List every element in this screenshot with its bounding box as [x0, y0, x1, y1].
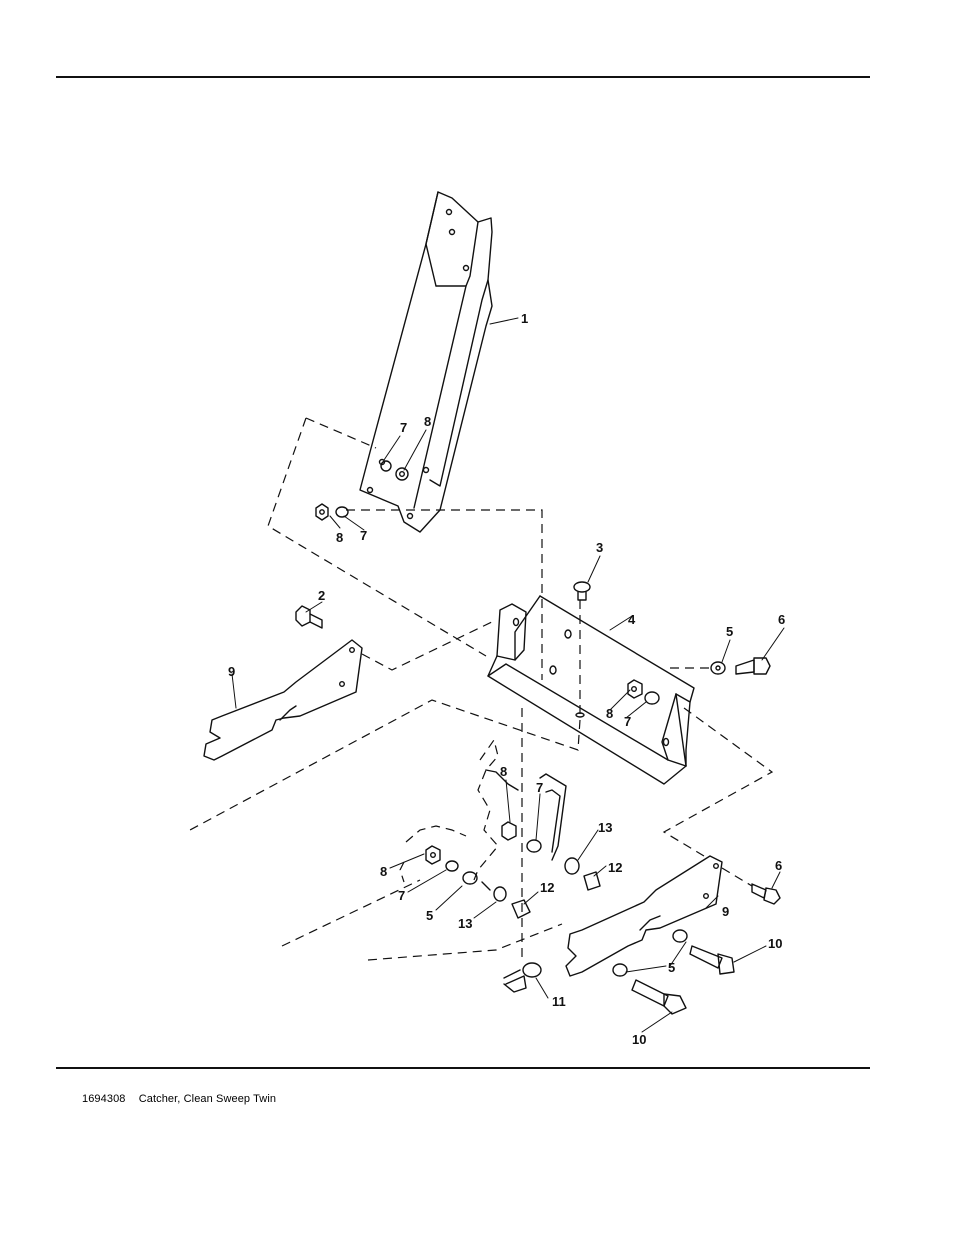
- callout-6-upper: 6: [778, 612, 785, 627]
- side-panel-fragment: [485, 769, 567, 861]
- callout-1: 1: [521, 311, 528, 326]
- callout-12-left: 12: [540, 880, 554, 895]
- pin-11-part: [503, 962, 542, 993]
- callout-9-left: 9: [228, 664, 235, 679]
- callout-7-a: 7: [400, 420, 407, 435]
- callout-12-right: 12: [608, 860, 622, 875]
- callout-10-upper: 10: [768, 936, 782, 951]
- right-link-plate-part: [565, 855, 723, 977]
- bolt-3-part: [573, 581, 591, 601]
- part-number: 1694308: [82, 1093, 126, 1105]
- callout-8-b: 8: [336, 530, 343, 545]
- callout-8-d: 8: [500, 764, 507, 779]
- left-link-plate-part: [203, 639, 363, 761]
- spacers-right: [564, 857, 601, 891]
- callout-7-e: 7: [398, 888, 405, 903]
- callout-leaders: [231, 317, 785, 1033]
- hardware-middle: [627, 679, 660, 705]
- callout-13-left: 13: [458, 916, 472, 931]
- callout-7-c: 7: [624, 714, 631, 729]
- document-title: Catcher, Clean Sweep Twin: [138, 1093, 277, 1105]
- callout-8-e: 8: [380, 864, 387, 879]
- hardware-lower-right: [612, 929, 735, 1015]
- page-footer: 1694308 Catcher, Clean Sweep Twin: [82, 1093, 276, 1105]
- hardware-upper: [315, 460, 409, 521]
- callout-7-d: 7: [536, 780, 543, 795]
- callout-2: 2: [318, 588, 325, 603]
- callout-11: 11: [552, 994, 566, 1009]
- washer-bolt-upper-right: [710, 657, 771, 675]
- callout-5-lower-right: 5: [668, 960, 675, 975]
- hardware-lower-left: [425, 821, 542, 919]
- upright-bracket-part: [359, 191, 493, 533]
- callout-6-lower: 6: [775, 858, 782, 873]
- callout-10-lower: 10: [632, 1032, 646, 1047]
- callout-4: 4: [628, 612, 636, 627]
- footer-rule: [56, 1067, 870, 1069]
- callout-9-right: 9: [722, 904, 729, 919]
- callout-5-upper: 5: [726, 624, 733, 639]
- bolt-2-part: [295, 605, 323, 629]
- bolt-6-lower: [751, 883, 781, 905]
- header-rule: [56, 76, 870, 78]
- mount-bracket-part: [487, 595, 695, 785]
- callout-13-right: 13: [598, 820, 612, 835]
- phantom-lines: [189, 417, 774, 961]
- callout-3: 3: [596, 540, 603, 555]
- callout-8-a: 8: [424, 414, 431, 429]
- callout-5-lower-left: 5: [426, 908, 433, 923]
- callout-7-b: 7: [360, 528, 367, 543]
- callout-8-c: 8: [606, 706, 613, 721]
